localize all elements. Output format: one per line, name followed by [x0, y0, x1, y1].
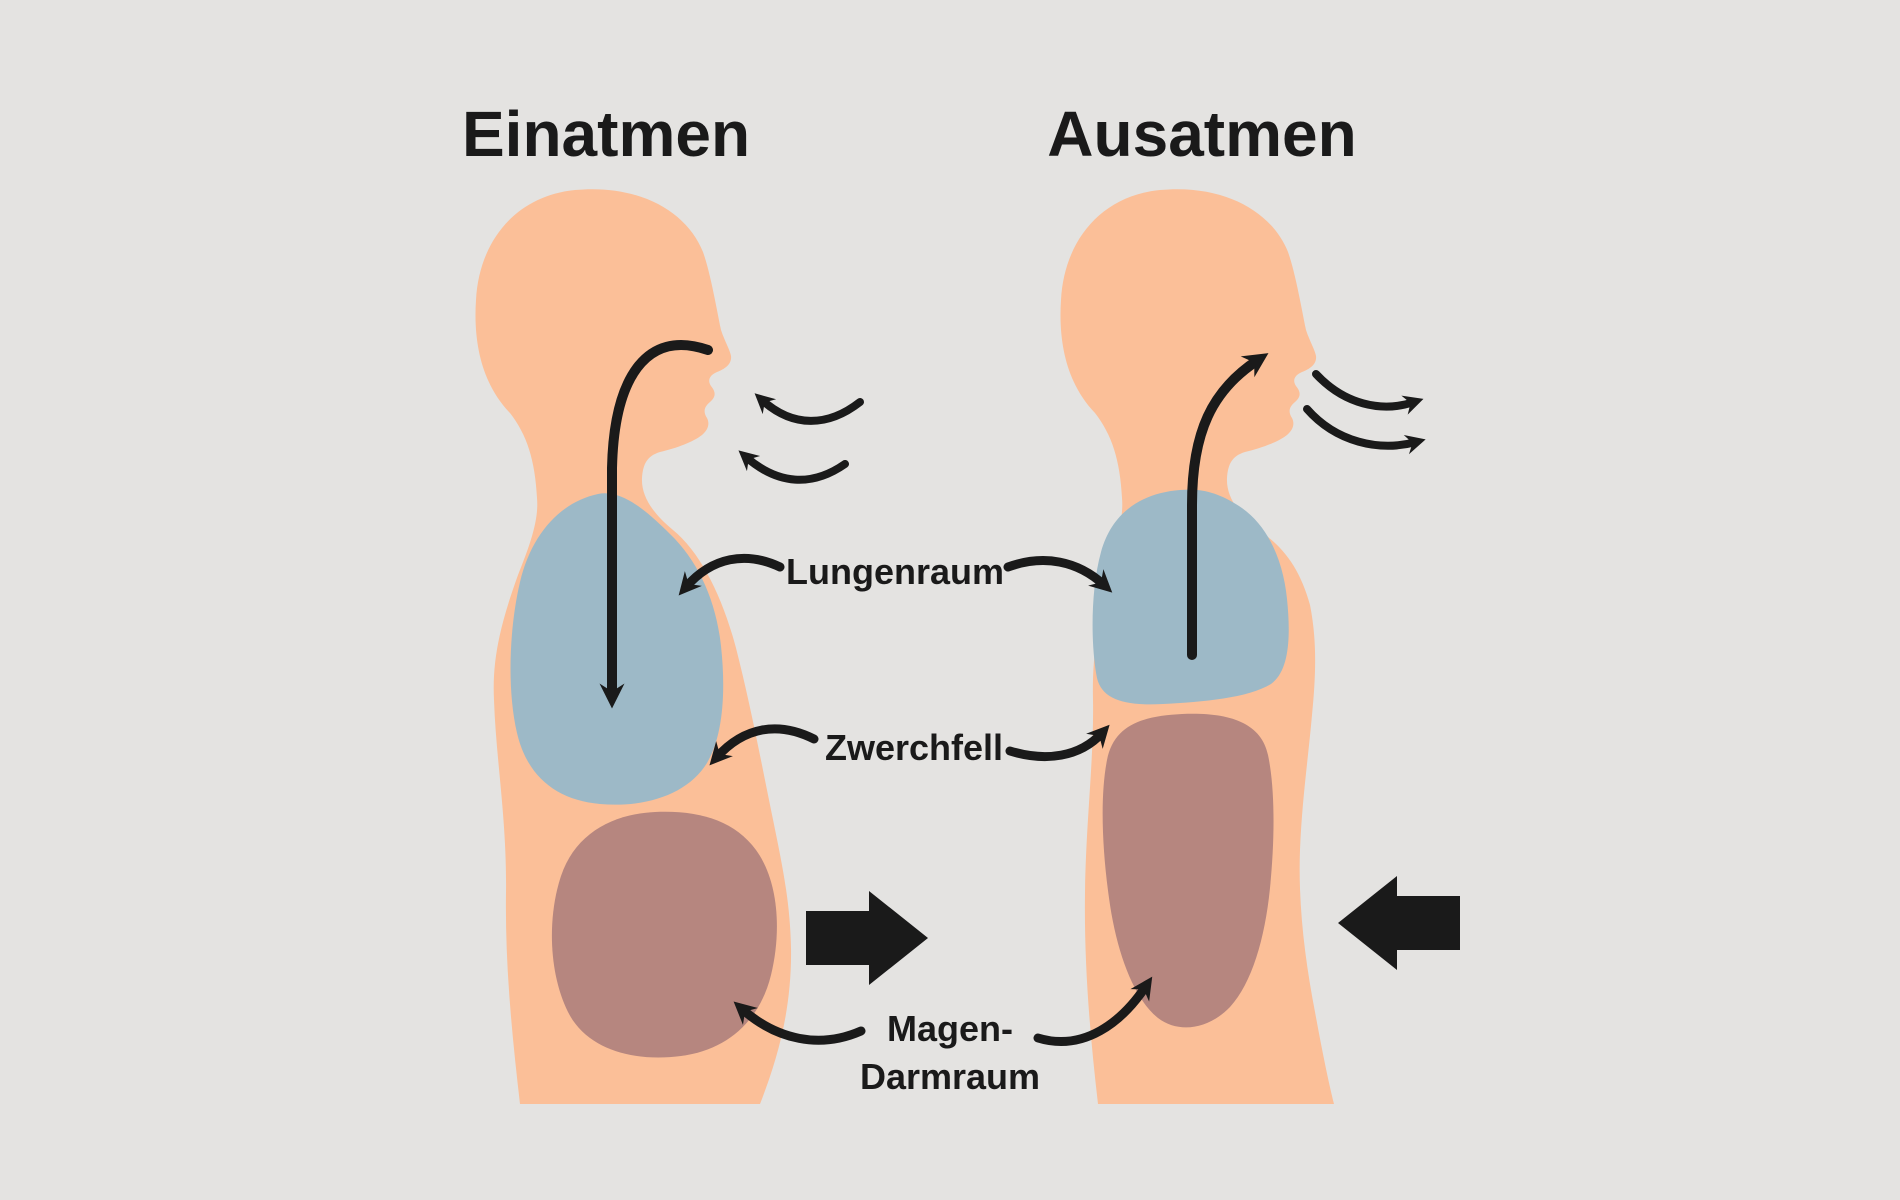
main-airflow-arrows: [599, 340, 1269, 709]
label-diaphragm: Zwerchfell: [825, 727, 1003, 768]
air-out-arrow-lower: [1303, 405, 1426, 455]
air-out-arrow-upper: [1312, 370, 1424, 415]
exhale-airflow-arrow: [1187, 353, 1269, 660]
mouth-air-arrows: [738, 370, 1426, 484]
label-gut-line1: Magen-: [887, 1008, 1013, 1049]
inhale-airflow-arrow: [599, 340, 713, 709]
gut-label-arrow-left: [733, 1001, 866, 1045]
title-exhale: Ausatmen: [1047, 98, 1356, 170]
diaphragm-label-arrow-right: [1005, 724, 1110, 762]
belly-expand-arrow-icon: [806, 891, 928, 985]
label-gut-line2: Darmraum: [860, 1056, 1040, 1097]
belly-contract-arrow-icon: [1338, 876, 1460, 970]
figure-exhale: [1060, 189, 1334, 1105]
air-in-arrow-upper: [754, 393, 864, 425]
diagram-text: Einatmen Ausatmen Lungenraum Zwerchfell …: [462, 98, 1357, 1097]
gut-label-arrow-right: [1033, 976, 1153, 1047]
title-inhale: Einatmen: [462, 98, 750, 170]
lung-label-arrow-right: [1003, 556, 1113, 593]
diaphragm-label-arrow-left: [709, 724, 819, 766]
lung-label-arrow-left: [678, 553, 785, 596]
label-lung: Lungenraum: [786, 551, 1004, 592]
label-pointer-arrows: [678, 553, 1153, 1047]
inhale-abdomen-region: [551, 811, 777, 1058]
air-in-arrow-lower: [738, 450, 849, 484]
exhale-abdomen-region: [1102, 713, 1274, 1028]
